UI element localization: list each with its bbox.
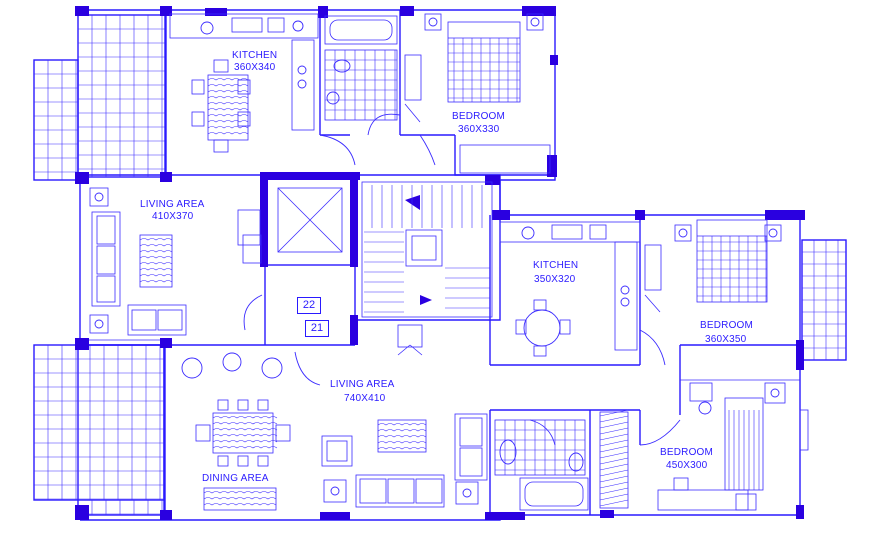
dining-label: DINING AREA: [202, 473, 269, 484]
living-main-label: LIVING AREA: [330, 379, 395, 390]
staircase: [361, 181, 493, 318]
elevator-shaft: [242, 187, 343, 264]
bedroom-right-size: 360X350: [705, 334, 747, 345]
bathroom-top: [319, 15, 401, 166]
balcony-top-left: [33, 14, 167, 181]
living-left-label: LIVING AREA: [140, 199, 205, 210]
walls: [79, 9, 801, 521]
balcony-bottom-left: [33, 344, 165, 516]
bedroom-bottom-size: 450X300: [666, 460, 708, 471]
bedroom-bottom-label: BEDROOM: [660, 447, 714, 458]
stair-number-lower: 21: [305, 320, 329, 337]
living-left-furniture: [89, 187, 263, 336]
kitchen-right-label: KITCHEN: [533, 260, 579, 271]
bedroom-bottom-furniture: [599, 382, 809, 511]
kitchen-right-size: 350X320: [534, 274, 576, 285]
living-left-size: 410X370: [152, 211, 194, 222]
bedroom-right-label: BEDROOM: [700, 320, 754, 331]
balcony-right: [801, 239, 847, 361]
bathroom-bottom: [494, 419, 589, 511]
kitchen-top-size: 360X340: [234, 62, 276, 73]
kitchen-right-furniture: [499, 221, 666, 366]
living-main-furniture: [181, 324, 488, 511]
kitchen-top-label: KITCHEN: [232, 50, 278, 61]
bedroom-top-size: 360X330: [458, 124, 500, 135]
bedroom-top-label: BEDROOM: [452, 111, 506, 122]
structural-columns: [75, 6, 805, 520]
kitchen-top-furniture: [169, 13, 319, 153]
living-main-size: 740X410: [344, 393, 386, 404]
bedroom-right-furniture: [644, 219, 782, 313]
stair-number-upper: 22: [297, 297, 321, 314]
